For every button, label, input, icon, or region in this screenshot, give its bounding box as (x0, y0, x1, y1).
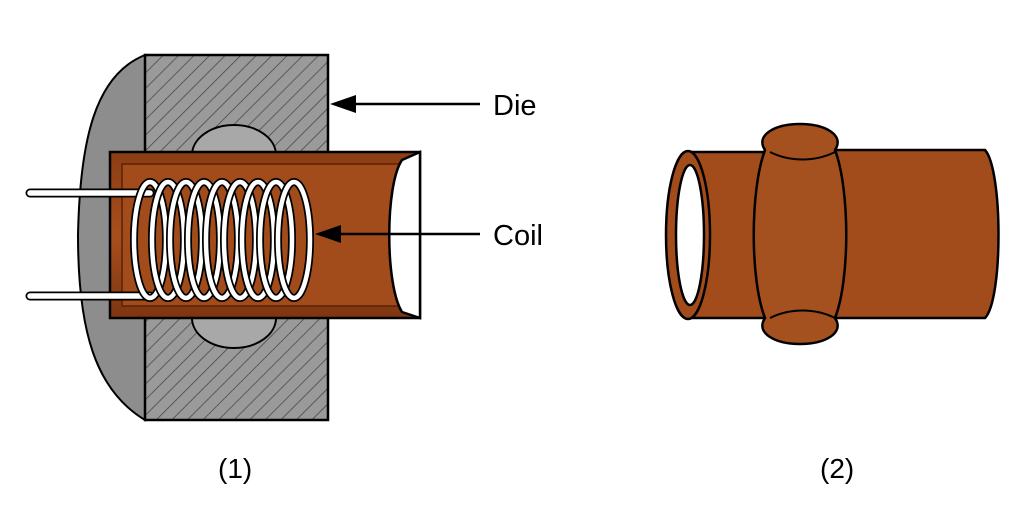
figure-2-formed-tube: (2) (664, 122, 1000, 484)
coil-turn (257, 179, 295, 301)
die-label: Die (493, 90, 537, 122)
caption-2: (2) (820, 453, 854, 484)
coil-label: Coil (493, 220, 543, 252)
tube-left-bore (674, 163, 706, 307)
figure-1-setup: Die Coil (1) (25, 53, 543, 484)
coil-turn (275, 179, 313, 301)
tube-right-section (818, 148, 1000, 320)
caption-1: (1) (218, 453, 252, 484)
coil-windings (130, 178, 314, 302)
die-arrow-head (330, 95, 356, 113)
coil-arrow-head (315, 225, 341, 243)
